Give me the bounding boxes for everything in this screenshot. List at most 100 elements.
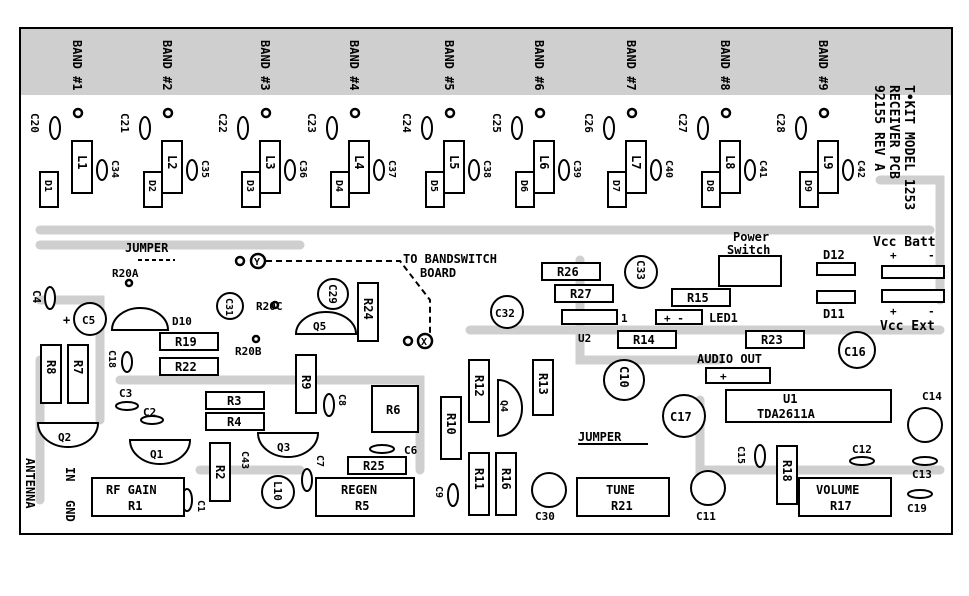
- pad-x-label: X: [421, 337, 427, 348]
- band-diode: [799, 171, 819, 208]
- svg-text:REGEN: REGEN: [341, 483, 377, 497]
- svg-text:R3: R3: [227, 394, 241, 408]
- antenna-label: ANTENNA: [23, 458, 37, 509]
- svg-text:R18: R18: [780, 460, 794, 482]
- band-cap: [237, 116, 249, 140]
- transistor-q1: [128, 439, 192, 465]
- svg-text:R14: R14: [633, 333, 655, 347]
- band-label: BAND #9: [816, 40, 830, 91]
- audio-out-jack: [705, 367, 771, 384]
- led1: [655, 309, 703, 325]
- cap-c19: [907, 489, 933, 499]
- svg-text:C30: C30: [535, 510, 555, 523]
- pot-rf-gain: [91, 477, 185, 517]
- coil-cap-label: C40: [663, 160, 674, 178]
- resistor-r6: [371, 385, 419, 433]
- band-pad: [72, 107, 84, 119]
- top-copper-strip: [21, 29, 951, 95]
- svg-text:R16: R16: [499, 468, 513, 490]
- vcc-ext-terminal: [881, 289, 945, 303]
- cap-c30: [531, 472, 567, 508]
- cap-c8: [323, 393, 335, 417]
- band-diode-label: D7: [610, 180, 621, 192]
- resistor-r18: [776, 445, 798, 505]
- vcc-batt-terminal: [881, 265, 945, 279]
- cap-c12: [849, 456, 875, 466]
- band-label: BAND #3: [258, 40, 272, 91]
- inductor-l10: [261, 475, 295, 509]
- jumper-label-top: JUMPER: [125, 241, 169, 255]
- band-diode-label: D3: [244, 180, 255, 192]
- coil-cap: [558, 159, 570, 181]
- coil-cap-label: C36: [297, 160, 308, 178]
- svg-text:Q5: Q5: [313, 320, 326, 333]
- svg-text:C7: C7: [314, 455, 325, 467]
- svg-text:+: +: [63, 313, 70, 327]
- band-cap-label: C28: [774, 113, 787, 133]
- band-cap: [795, 116, 807, 140]
- band-diode-label: D6: [518, 180, 529, 192]
- resistor-r12: [468, 359, 490, 423]
- svg-text:R17: R17: [830, 499, 852, 513]
- band-cap-label: C24: [400, 113, 413, 133]
- band-cap-label: C22: [216, 113, 229, 133]
- svg-text:R12: R12: [472, 375, 486, 397]
- resistor-r11: [468, 452, 490, 516]
- band-label: BAND #4: [347, 40, 361, 91]
- svg-text:R5: R5: [355, 499, 369, 513]
- band-diode-label: D9: [802, 180, 813, 192]
- transistor-q5: [294, 311, 358, 335]
- band-diode-label: D2: [146, 180, 157, 192]
- band-label: BAND #7: [624, 40, 638, 91]
- coil: [71, 140, 93, 194]
- svg-text:C10: C10: [617, 366, 631, 388]
- coil: [161, 140, 183, 194]
- coil-label: L6: [537, 155, 551, 169]
- band-pad: [626, 107, 638, 119]
- board-title: T•KIT MODEL 1253 RECEIVER PCB 92155 REV …: [871, 85, 916, 210]
- band-diode-label: D5: [428, 180, 439, 192]
- transistor-q2: [36, 422, 100, 448]
- resistor-r19: [159, 332, 219, 351]
- resistor-r3: [205, 391, 265, 410]
- svg-text:R9: R9: [299, 375, 313, 389]
- band-pad: [260, 107, 272, 119]
- band-diode: [330, 171, 350, 208]
- coil: [443, 140, 465, 194]
- u1-part-label: TDA2611A: [757, 407, 816, 421]
- band-diode: [241, 171, 261, 208]
- svg-text:C32: C32: [495, 307, 515, 320]
- coil-label: L7: [629, 155, 643, 169]
- svg-text:C4: C4: [30, 290, 43, 304]
- r20c-label: R20C: [256, 300, 283, 313]
- svg-text:R7: R7: [71, 360, 85, 374]
- svg-text:+: +: [720, 370, 727, 383]
- svg-text:C13: C13: [912, 468, 932, 481]
- cap-c29: [317, 278, 349, 310]
- resistor-r23: [745, 330, 805, 349]
- to-bandswitch-label: TO BANDSWITCH: [403, 252, 497, 266]
- u2-label: U2: [578, 332, 591, 345]
- svg-text:C9: C9: [433, 486, 444, 498]
- resistor-r8: [40, 344, 62, 404]
- coil-cap-label: C39: [571, 160, 582, 178]
- r20b-label: R20B: [235, 345, 262, 358]
- pad-x: [416, 332, 434, 350]
- pad-y-a: [234, 255, 246, 267]
- svg-text:C11: C11: [696, 510, 716, 523]
- band-cap-label: C26: [582, 113, 595, 133]
- svg-text:T•KIT MODEL 1253: T•KIT MODEL 1253: [901, 85, 916, 210]
- pot-regen: [315, 477, 415, 517]
- svg-text:R24: R24: [361, 298, 375, 320]
- ic-u2: [561, 309, 618, 325]
- coil-label: L3: [263, 155, 277, 169]
- band-diode: [39, 171, 59, 208]
- band-pad: [818, 107, 830, 119]
- pot-tune: [576, 477, 670, 517]
- pad-y: [249, 252, 267, 270]
- band-diode: [425, 171, 445, 208]
- ceramic-capacitors: C4 C18 C3 C2 C8 C6 C7 C43 C9 C1 C15 C12 …: [30, 286, 938, 515]
